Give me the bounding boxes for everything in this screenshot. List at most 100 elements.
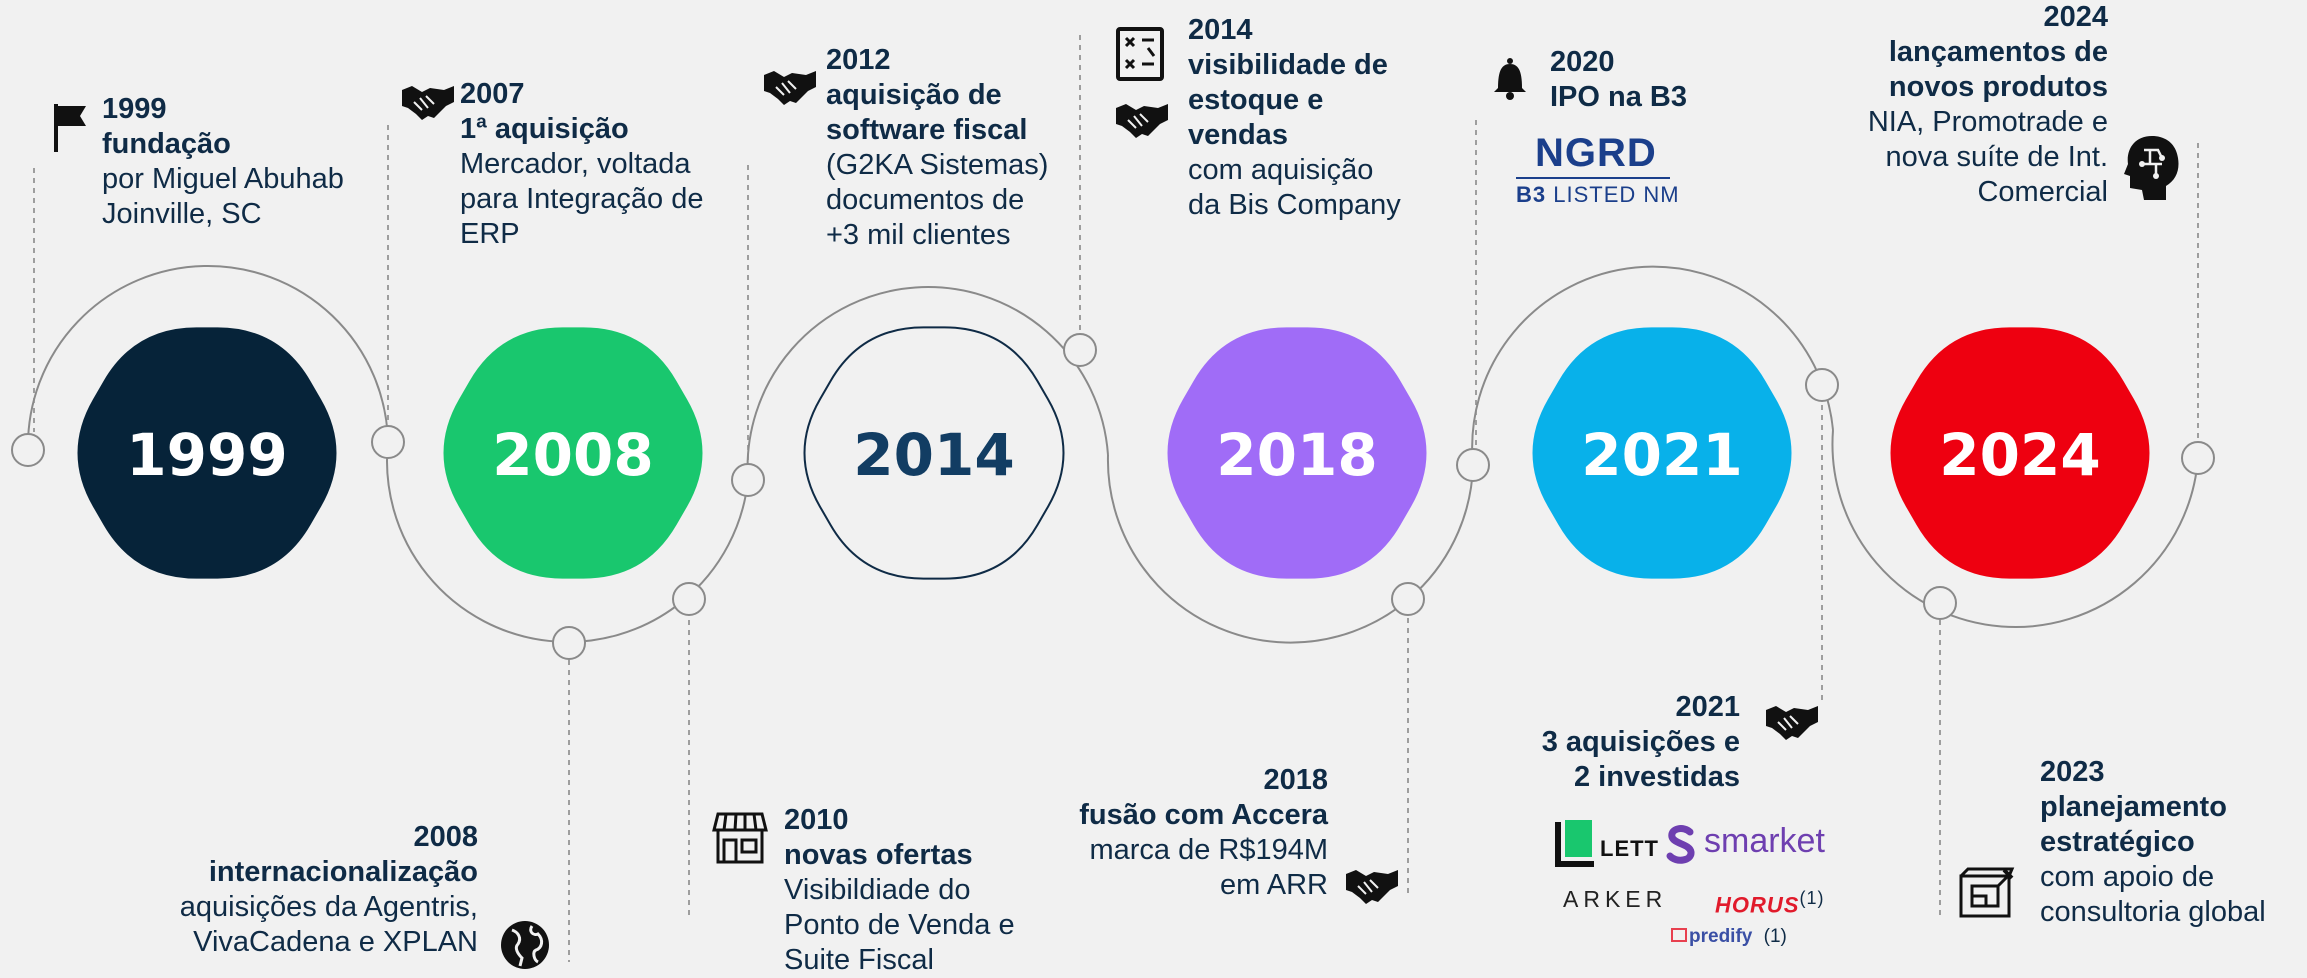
event-year: 2008 (413, 821, 478, 853)
horus-logo: HORUS(1) (1715, 888, 1824, 918)
b3-mark: B3 (1516, 182, 1547, 207)
globe-icon (501, 921, 549, 969)
event-title: IPO na B3 (1550, 81, 1687, 113)
handshake-icon (1346, 870, 1398, 904)
event-year: 2010 (784, 804, 849, 836)
event-desc: nova suíte de Int. (1885, 141, 2108, 173)
event-desc: com aquisição (1188, 154, 1374, 186)
hexagon-shape (1890, 327, 2150, 579)
event-desc: para Integração de (460, 183, 704, 215)
event-2021: 2021 3 aquisições e 2 investidas (1500, 690, 1740, 795)
event-desc: por Miguel Abuhab (102, 163, 344, 195)
b3-listed-text: LISTED NM (1546, 182, 1680, 207)
event-2008: 2008 internacionalização aquisições da A… (120, 820, 478, 960)
event-title: estoque e (1188, 84, 1324, 116)
arker-logo: ARKER (1563, 886, 1668, 912)
year-node-1999: 1999 (77, 327, 337, 579)
hexagon-shape (443, 327, 703, 579)
event-desc: consultoria global (2040, 896, 2266, 928)
ngrd-underline (1516, 177, 1670, 179)
arc-1999-top (26, 264, 389, 451)
event-desc: da Bis Company (1188, 189, 1401, 221)
event-2010: 2010 novas ofertas Visibildiade do Ponto… (784, 803, 1015, 978)
event-title: planejamento (2040, 791, 2227, 823)
event-year: 2024 (2043, 1, 2108, 33)
event-desc: (G2KA Sistemas) (826, 149, 1049, 181)
event-title: visibilidade de (1188, 49, 1388, 81)
smarket-logo: smarket (1704, 822, 1825, 860)
event-title: fusão com Accera (1079, 799, 1328, 831)
year-node-2014: 2014 (803, 326, 1065, 580)
year-node-2024: 2024 (1890, 327, 2150, 579)
event-year: 2021 (1675, 691, 1740, 723)
handshake-icon (764, 71, 816, 105)
checklist-icon (1116, 27, 1164, 81)
event-year: 2023 (2040, 756, 2105, 788)
event-year: 2007 (460, 78, 525, 110)
event-year: 2014 (1188, 14, 1253, 46)
event-2023: 2023 planejamento estratégico com apoio … (2040, 755, 2266, 930)
event-2012: 2012 aquisição de software fiscal (G2KA … (826, 43, 1048, 253)
connector-dot (731, 463, 765, 497)
event-year: 2018 (1263, 764, 1328, 796)
connector-dot (672, 582, 706, 616)
year-node-label: 2008 (492, 421, 653, 489)
event-title: novas ofertas (784, 839, 973, 871)
event-2020: 2020 IPO na B3 (1550, 45, 1687, 115)
event-title: 2 investidas (1573, 761, 1740, 793)
predify-footnote: (1) (1763, 926, 1787, 947)
connector-dot (1063, 333, 1097, 367)
event-title: fundação (102, 128, 231, 160)
connector-dot (1923, 586, 1957, 620)
horus-name: HORUS (1715, 892, 1800, 918)
connector-dot (371, 425, 405, 459)
hexagon-shape (1167, 327, 1427, 579)
event-title: aquisição de (826, 79, 1002, 111)
arc-2018-bottom (1106, 454, 1474, 644)
arc-2008-bottom (386, 441, 749, 643)
handshake-icon (1116, 104, 1168, 138)
arc-2021-top (1471, 265, 1834, 466)
connector-dot (11, 433, 45, 467)
handshake-icon (1766, 706, 1818, 740)
event-title: novos produtos (1888, 71, 2108, 103)
year-node-label: 1999 (126, 421, 287, 489)
event-desc: Ponto de Venda e (784, 909, 1015, 941)
connector-dot (552, 626, 586, 660)
event-year: 2012 (826, 44, 891, 76)
event-desc: com apoio de (2040, 861, 2215, 893)
year-node-label: 2024 (1939, 421, 2100, 489)
predify-logo: predify (1) (1671, 926, 1787, 948)
connector-dot (1456, 448, 1490, 482)
event-year: 1999 (102, 93, 167, 125)
event-2018: 2018 fusão com Accera marca de R$194M em… (1040, 763, 1328, 903)
year-node-2018: 2018 (1167, 327, 1427, 579)
year-node-label: 2018 (1216, 421, 1377, 489)
event-desc: Mercador, voltada (460, 148, 691, 180)
event-1999: 1999 fundação por Miguel Abuhab Joinvill… (102, 92, 344, 232)
event-title: vendas (1188, 119, 1288, 151)
arc-2014-top (746, 286, 1109, 481)
hexagon-shape (803, 326, 1065, 580)
handshake-icon (402, 86, 454, 120)
event-2024: 2024 lançamentos de novos produtos NIA, … (1805, 0, 2108, 210)
event-desc: NIA, Promotrade e (1867, 106, 2108, 138)
lett-logo: LETT (1600, 836, 1659, 861)
event-desc: Suite Fiscal (784, 944, 934, 976)
predify-mark-icon (1671, 928, 1687, 942)
year-node-label: 2021 (1581, 421, 1742, 489)
event-desc: +3 mil clientes (826, 219, 1011, 251)
event-2007: 2007 1ª aquisição Mercador, voltada para… (460, 77, 703, 252)
event-title: software fiscal (826, 114, 1028, 146)
year-node-2008: 2008 (443, 327, 703, 579)
predify-name: predify (1689, 926, 1753, 947)
event-title: estratégico (2040, 826, 2195, 858)
bell-icon (1494, 58, 1526, 100)
event-desc: aquisições da Agentris, (179, 891, 478, 923)
event-desc: ERP (460, 218, 520, 250)
ngrd-ticker: NGRD (1535, 131, 1657, 175)
horus-footnote: (1) (1799, 888, 1825, 908)
event-desc: VivaCadena e XPLAN (193, 926, 478, 958)
